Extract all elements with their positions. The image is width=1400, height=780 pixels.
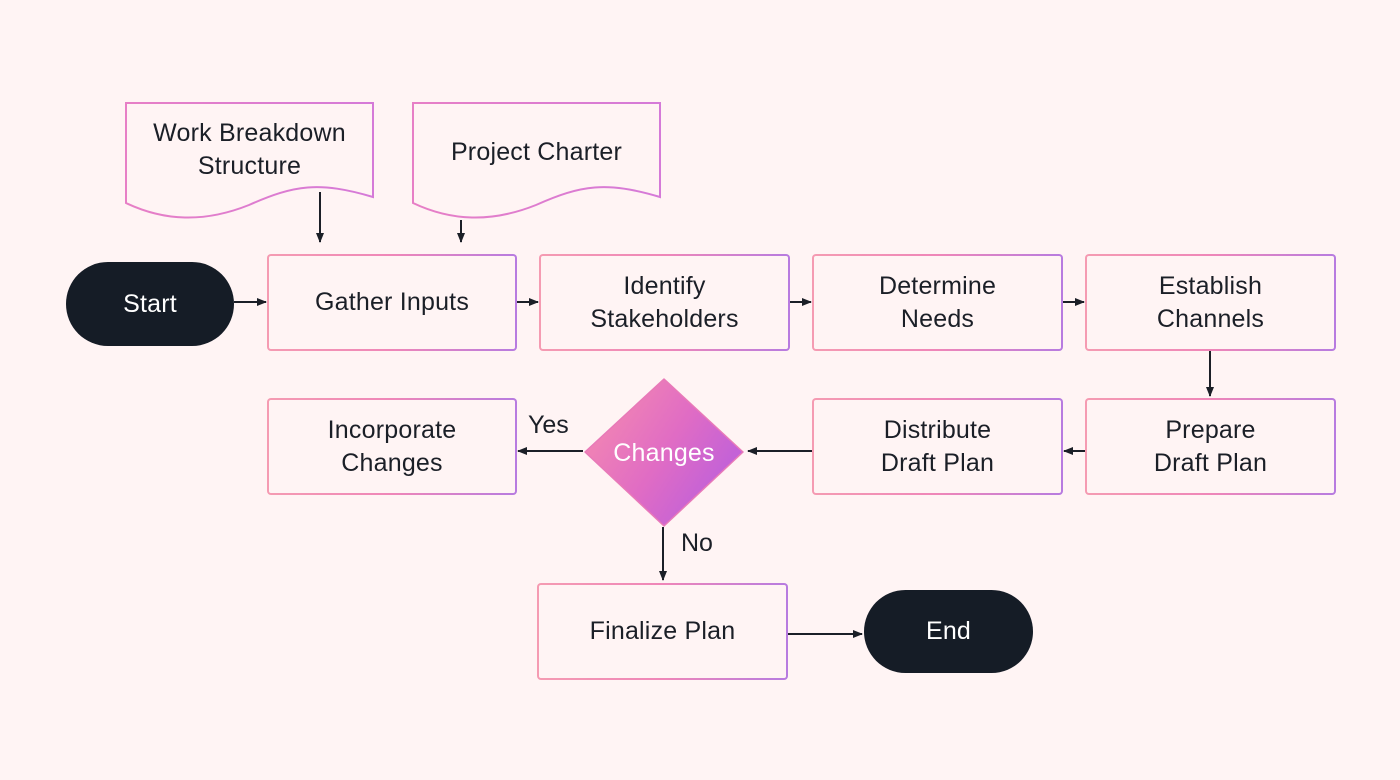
- node-end: End: [864, 590, 1033, 673]
- node-label: Incorporate Changes: [327, 415, 457, 477]
- node-finalize-plan: Finalize Plan: [537, 583, 788, 680]
- node-identify-stakeholders: Identify Stakeholders: [539, 254, 790, 351]
- node-label: Finalize Plan: [589, 617, 736, 645]
- node-label: Determine Needs: [878, 271, 997, 333]
- node-gather-inputs: Gather Inputs: [267, 254, 517, 351]
- node-prepare-draft-plan: Prepare Draft Plan: [1085, 398, 1336, 495]
- diamond-shape: [584, 378, 744, 527]
- node-work-breakdown-structure: Work Breakdown Structure: [124, 101, 375, 226]
- node-distribute-draft-plan: Distribute Draft Plan: [812, 398, 1063, 495]
- node-changes-decision: Changes: [583, 377, 745, 528]
- node-incorporate-changes: Incorporate Changes: [267, 398, 517, 495]
- document-shape: [125, 102, 374, 219]
- node-determine-needs: Determine Needs: [812, 254, 1063, 351]
- node-label: Gather Inputs: [314, 288, 470, 316]
- document-shape: [412, 102, 661, 219]
- node-label: Prepare Draft Plan: [1153, 415, 1268, 477]
- node-label: Identify Stakeholders: [590, 271, 739, 333]
- node-label: Distribute Draft Plan: [880, 415, 995, 477]
- node-label: End: [925, 617, 972, 645]
- edge-label-no: No: [681, 529, 713, 557]
- node-establish-channels: Establish Channels: [1085, 254, 1336, 351]
- edge-label-yes: Yes: [528, 411, 569, 439]
- node-start: Start: [66, 262, 234, 346]
- node-label: Establish Channels: [1156, 271, 1265, 333]
- node-label: Start: [123, 289, 177, 318]
- node-project-charter: Project Charter: [411, 101, 662, 226]
